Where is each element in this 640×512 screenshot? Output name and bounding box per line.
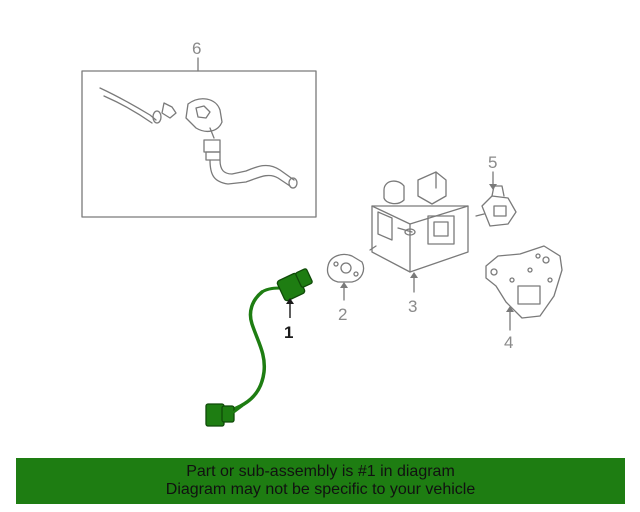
callout-2: 2 [338, 305, 347, 324]
banner-line-1: Part or sub-assembly is #1 in diagram [186, 463, 455, 480]
part-2-gasket[interactable] [326, 253, 365, 283]
callout-6: 6 [192, 39, 201, 58]
part-6-hose-assembly[interactable] [81, 70, 317, 218]
part-5-valve[interactable] [475, 185, 517, 227]
diagram-notice-banner: Part or sub-assembly is #1 in diagram Di… [16, 458, 625, 504]
part-4-bracket[interactable] [485, 245, 563, 319]
part-3-canister[interactable] [369, 171, 469, 273]
callout-5: 5 [488, 153, 497, 172]
callout-3: 3 [408, 297, 417, 316]
callout-1: 1 [284, 323, 293, 342]
callout-4: 4 [504, 333, 513, 352]
parts-diagram: 1 2 3 4 5 6 [81, 39, 563, 427]
banner-line-2: Diagram may not be specific to your vehi… [165, 481, 476, 498]
part-1-oxygen-sensor[interactable] [205, 268, 313, 427]
